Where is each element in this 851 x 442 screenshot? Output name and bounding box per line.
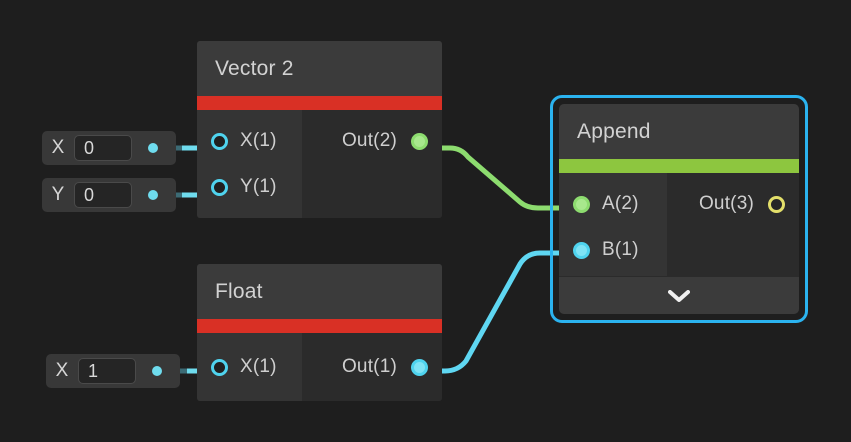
field-connector-dot-vector2-y[interactable]	[148, 190, 158, 200]
node-vector2-body: X(1) Y(1) Out(2)	[197, 110, 442, 218]
node-float[interactable]: Float X(1) Out(1)	[197, 264, 442, 401]
node-float-accent-bar	[197, 319, 442, 333]
input-value-box-float-x[interactable]: 1	[78, 358, 136, 384]
node-float-input-ports: X(1)	[197, 333, 302, 401]
input-value-vector2-x: 0	[84, 137, 95, 158]
port-row-vector2-out[interactable]: Out(2)	[302, 118, 442, 164]
node-vector2[interactable]: Vector 2 X(1) Y(1) Out(2)	[197, 41, 442, 218]
node-float-body: X(1) Out(1)	[197, 333, 442, 401]
port-dot-append-a[interactable]	[573, 195, 590, 213]
input-label-float-x: X	[55, 360, 69, 381]
node-float-title: Float	[215, 279, 263, 303]
port-label-append-b: B(1)	[602, 239, 639, 260]
input-field-float-x[interactable]: X 1	[46, 354, 180, 388]
port-label-float-x: X(1)	[240, 356, 277, 377]
input-field-vector2-y[interactable]: Y 0	[42, 178, 176, 212]
field-connector-dot-float-x[interactable]	[152, 366, 162, 376]
input-label-x: X	[51, 137, 65, 158]
port-row-append-b[interactable]: B(1)	[559, 227, 667, 273]
node-vector2-header[interactable]: Vector 2	[197, 41, 442, 96]
port-row-append-a[interactable]: A(2)	[559, 181, 667, 227]
port-label-float-out: Out(1)	[341, 356, 397, 377]
input-value-box-vector2-x[interactable]: 0	[74, 135, 132, 161]
input-value-float-x: 1	[88, 360, 99, 381]
port-label-append-a: A(2)	[602, 193, 639, 214]
input-field-vector2-x[interactable]: X 0	[42, 131, 176, 165]
input-value-box-vector2-y[interactable]: 0	[74, 182, 132, 208]
node-float-header[interactable]: Float	[197, 264, 442, 319]
node-append-output-ports: Out(3)	[667, 173, 799, 276]
node-vector2-input-ports: X(1) Y(1)	[197, 110, 302, 218]
port-row-append-out[interactable]: Out(3)	[667, 181, 799, 227]
input-value-vector2-y: 0	[84, 184, 95, 205]
node-vector2-output-ports: Out(2)	[302, 110, 442, 218]
port-label-vector2-x: X(1)	[240, 130, 277, 151]
port-dot-vector2-out[interactable]	[411, 132, 428, 150]
chevron-down-icon[interactable]	[668, 290, 690, 302]
node-vector2-accent-bar	[197, 96, 442, 110]
port-dot-vector2-x[interactable]	[211, 132, 228, 150]
node-append-accent-bar	[559, 159, 799, 173]
port-dot-append-out[interactable]	[768, 195, 785, 213]
port-row-float-out[interactable]: Out(1)	[302, 344, 442, 390]
node-append-header[interactable]: Append	[559, 104, 799, 159]
port-label-append-out: Out(3)	[698, 193, 754, 214]
node-append-input-ports: A(2) B(1)	[559, 173, 667, 276]
node-append-footer-expander[interactable]	[559, 276, 799, 314]
node-vector2-title: Vector 2	[215, 56, 294, 80]
port-dot-float-out[interactable]	[411, 358, 428, 376]
input-label-y: Y	[51, 184, 65, 205]
node-append[interactable]: Append A(2) B(1) Out(3)	[559, 104, 799, 314]
node-append-body: A(2) B(1) Out(3)	[559, 173, 799, 276]
port-row-float-x[interactable]: X(1)	[197, 344, 302, 390]
node-append-title: Append	[577, 119, 651, 143]
port-label-vector2-y: Y(1)	[240, 176, 277, 197]
node-float-output-ports: Out(1)	[302, 333, 442, 401]
port-row-vector2-x[interactable]: X(1)	[197, 118, 302, 164]
port-dot-vector2-y[interactable]	[211, 178, 228, 196]
port-row-vector2-y[interactable]: Y(1)	[197, 164, 302, 210]
port-label-vector2-out: Out(2)	[341, 130, 397, 151]
port-dot-append-b[interactable]	[573, 241, 590, 259]
field-connector-dot-vector2-x[interactable]	[148, 143, 158, 153]
port-dot-float-x[interactable]	[211, 358, 228, 376]
